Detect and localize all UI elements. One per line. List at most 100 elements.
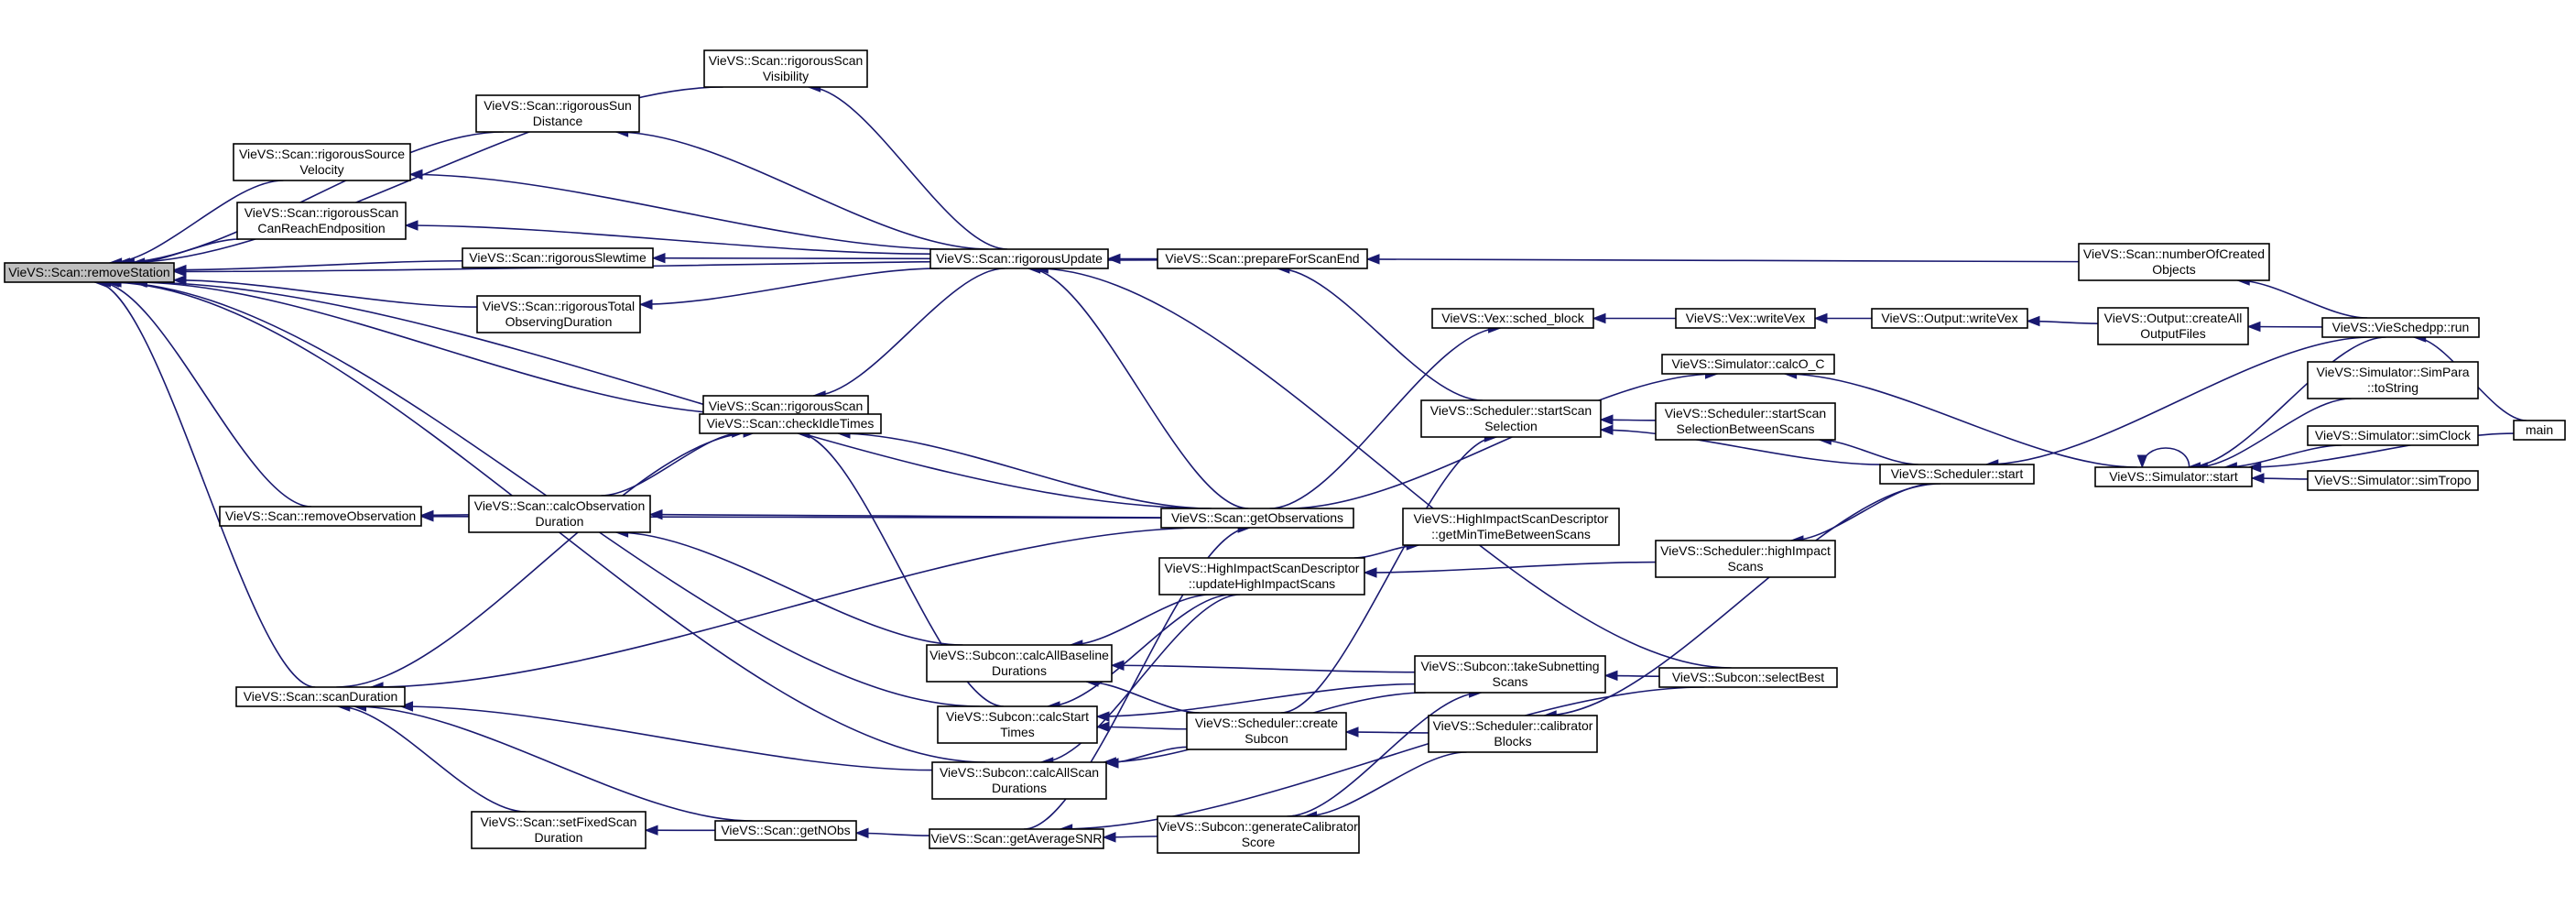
graph-node-outputWriteVex[interactable]: VieVS::Output::writeVex (1871, 308, 2028, 329)
edge-line (1784, 373, 2137, 468)
node-label: Visibility (763, 69, 809, 83)
graph-node-getMinTimeBetweenScans[interactable]: VieVS::HighImpactScanDescriptor::getMinT… (1402, 508, 1620, 546)
graph-edge (408, 169, 951, 250)
graph-node-simParaToString[interactable]: VieVS::Simulator::SimPara::toString (2307, 361, 2479, 399)
node-label: VieVS::Subcon::calcAllScan (940, 765, 1099, 780)
node-label: VieVS::Simulator::simClock (2315, 428, 2472, 443)
node-label: VieVS::Simulator::calcO_C (1671, 356, 1824, 371)
node-box (929, 248, 1109, 269)
graph-node-rigorousSlewtime[interactable]: VieVS::Scan::rigorousSlewtime (462, 247, 654, 268)
graph-node-updateHighImpactScans[interactable]: VieVS::HighImpactScanDescriptor::updateH… (1158, 557, 1365, 596)
edge-arrowhead (404, 220, 418, 231)
node-label: Duration (535, 830, 583, 845)
graph-node-rigorousUpdate[interactable]: VieVS::Scan::rigorousUpdate (929, 248, 1109, 269)
graph-node-simulatorStart[interactable]: VieVS::Simulator::start (2094, 466, 2253, 487)
edge-arrowhead (1813, 312, 1828, 324)
edge-line (2195, 398, 2352, 468)
edge-line (601, 432, 745, 497)
graph-node-main[interactable]: main (2513, 420, 2566, 441)
graph-edge (1069, 594, 1212, 650)
edges-layer (92, 82, 2527, 843)
node-box (929, 828, 1104, 849)
graph-node-removeStation[interactable]: VieVS::Scan::removeStation (4, 262, 175, 283)
graph-node-vieSchedppRun[interactable]: VieVS::VieSchedpp::run (2321, 317, 2480, 338)
edge-arrowhead (1599, 414, 1614, 425)
edge-line (649, 513, 1162, 519)
node-label: VieVS::Scan::rigorousTotal (483, 299, 635, 313)
graph-node-simClock[interactable]: VieVS::Simulator::simClock (2307, 425, 2479, 446)
node-box (1420, 399, 1602, 438)
node-label: VieVS::Scan::numberOfCreated (2083, 246, 2265, 261)
node-box (1879, 464, 2035, 485)
graph-edge (1344, 727, 1429, 738)
node-label: Duration (536, 514, 584, 529)
node-label: VieVS::Simulator::start (2109, 469, 2238, 484)
graph-edge (836, 428, 1211, 509)
node-label: VieVS::Scheduler::highImpact (1660, 543, 1831, 558)
node-box (236, 202, 407, 240)
edge-line (173, 259, 463, 271)
node-box (2094, 466, 2253, 487)
node-box (931, 761, 1107, 800)
graph-node-prepareForScanEnd[interactable]: VieVS::Scan::prepareForScanEnd (1157, 248, 1368, 269)
graph-node-removeObservation[interactable]: VieVS::Scan::removeObservation (219, 506, 422, 527)
graph-node-startScanSelectionBetweenScans[interactable]: VieVS::Scheduler::startScanSelectionBetw… (1655, 402, 1836, 441)
graph-node-rigorousTotalObservingDuration[interactable]: VieVS::Scan::rigorousTotalObservingDurat… (476, 295, 641, 333)
edge-line (797, 432, 1004, 707)
node-box (1157, 248, 1368, 269)
node-label: Blocks (1494, 734, 1531, 749)
graph-edge (807, 82, 1008, 250)
graph-node-vexWriteVex[interactable]: VieVS::Vex::writeVex (1675, 308, 1816, 329)
node-label: VieVS::Scan::rigorousScan (245, 205, 399, 220)
node-box (1186, 712, 1347, 750)
graph-node-sched_block[interactable]: VieVS::Vex::sched_block (1431, 308, 1594, 329)
graph-edge (2136, 447, 2190, 469)
edge-line (1269, 327, 1501, 509)
graph-edge (2187, 336, 2386, 473)
graph-edge (648, 508, 1162, 520)
graph-node-getNObs[interactable]: VieVS::Scan::getNObs (714, 820, 857, 841)
node-label: main (2526, 422, 2553, 437)
node-box (219, 506, 422, 527)
node-label: Durations (992, 781, 1047, 795)
graph-node-simTropo[interactable]: VieVS::Simulator::simTropo (2307, 470, 2479, 491)
node-label: VieVS::Subcon::calcAllBaseline (929, 648, 1109, 662)
node-label: VieVS::Output::writeVex (1881, 311, 2017, 325)
graph-node-rigorousScanCanReachEndposition[interactable]: VieVS::Scan::rigorousScanCanReachEndposi… (236, 202, 407, 240)
graph-node-getAverageSNR[interactable]: VieVS::Scan::getAverageSNR (929, 828, 1104, 849)
graph-node-calcO_C[interactable]: VieVS::Simulator::calcO_C (1661, 354, 1835, 375)
graph-node-selectBest[interactable]: VieVS::Subcon::selectBest (1658, 667, 1838, 688)
edge-line (837, 432, 1211, 509)
graph-node-checkIdleTimes[interactable]: VieVS::Scan::checkIdleTimes (699, 413, 882, 434)
node-label: SelectionBetweenScans (1677, 421, 1815, 436)
node-label: VieVS::Scheduler::create (1195, 716, 1338, 730)
node-box (1675, 308, 1816, 329)
node-box (468, 495, 651, 533)
edge-line (109, 281, 980, 707)
edge-line (1040, 594, 1241, 763)
edge-arrowhead (1102, 832, 1116, 843)
edge-arrowhead (2247, 462, 2262, 473)
edge-line (98, 281, 312, 508)
graph-node-getObservations[interactable]: VieVS::Scan::getObservations (1160, 508, 1354, 529)
node-box (1402, 508, 1620, 546)
graph-node-schedulerStart[interactable]: VieVS::Scheduler::start (1879, 464, 2035, 485)
graph-node-scanDuration[interactable]: VieVS::Scan::scanDuration (235, 686, 406, 707)
